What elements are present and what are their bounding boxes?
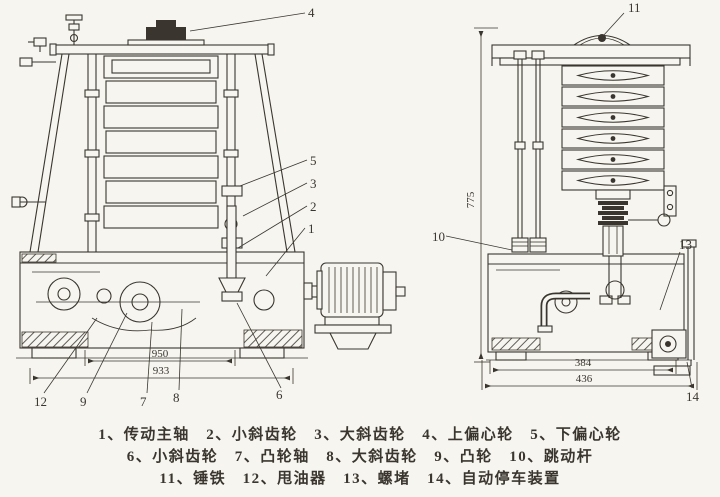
legend-line-1: 1、传动主轴 2、小斜齿轮 3、大斜齿轮 4、上偏心轮 5、下偏心轮 — [98, 427, 622, 443]
callout-7: 7 — [140, 394, 147, 409]
legend-line-2: 6、小斜齿轮 7、凸轮轴 8、大斜齿轮 9、凸轮 10、跳动杆 — [126, 449, 594, 465]
cam-circle — [119, 281, 161, 323]
callout-4: 4 — [308, 5, 315, 20]
front-legs — [29, 53, 296, 253]
drive-column — [218, 205, 246, 302]
right-dimensions: 384 436 — [481, 357, 698, 390]
upper-eccentric-cap — [146, 27, 186, 40]
left-view: 4 5 3 2 1 6 12 9 7 8 950 933 — [11, 5, 406, 409]
parts-legend: 1、传动主轴 2、小斜齿轮 3、大斜齿轮 4、上偏心轮 5、下偏心轮 6、小斜齿… — [0, 424, 720, 490]
callout-2: 2 — [310, 199, 317, 214]
left-mid-fitting — [11, 196, 46, 208]
spring-column — [595, 189, 671, 227]
left-leaders — [43, 12, 308, 394]
dim-436: 436 — [576, 373, 593, 385]
legend-line-3: 11、锤铁 12、甩油器 13、螺堵 14、自动停车装置 — [159, 471, 561, 487]
right-leaders — [445, 12, 693, 389]
callout-6: 6 — [276, 387, 283, 402]
column-lower — [602, 225, 624, 257]
callout-8: 8 — [173, 390, 180, 405]
technical-drawing: 4 5 3 2 1 6 12 9 7 8 950 933 775 — [11, 0, 700, 409]
jump-rods — [511, 50, 547, 253]
sieve-stack-side — [561, 65, 677, 217]
callout-11: 11 — [628, 0, 641, 15]
callout-1: 1 — [308, 221, 315, 236]
top-crossbar — [49, 20, 275, 56]
callout-10: 10 — [432, 229, 445, 244]
motor — [303, 262, 406, 350]
callout-5: 5 — [310, 153, 317, 168]
right-view: 775 — [432, 0, 700, 404]
callout-13: 13 — [679, 237, 692, 252]
callout-3: 3 — [310, 176, 317, 191]
handwheel — [657, 213, 671, 227]
top-left-fittings — [19, 14, 83, 67]
callout-12: 12 — [34, 394, 47, 409]
left-dimensions: 950 933 — [29, 348, 294, 384]
dim-384: 384 — [575, 357, 592, 369]
dim-950: 950 — [152, 348, 169, 360]
callout-9: 9 — [80, 394, 87, 409]
sieve-stack-front — [103, 55, 219, 229]
dim-775: 775 — [465, 191, 477, 208]
dim-933: 933 — [153, 365, 170, 377]
base-housing-front — [16, 251, 308, 359]
callout-14: 14 — [686, 389, 700, 404]
hammer-iron — [598, 34, 606, 42]
